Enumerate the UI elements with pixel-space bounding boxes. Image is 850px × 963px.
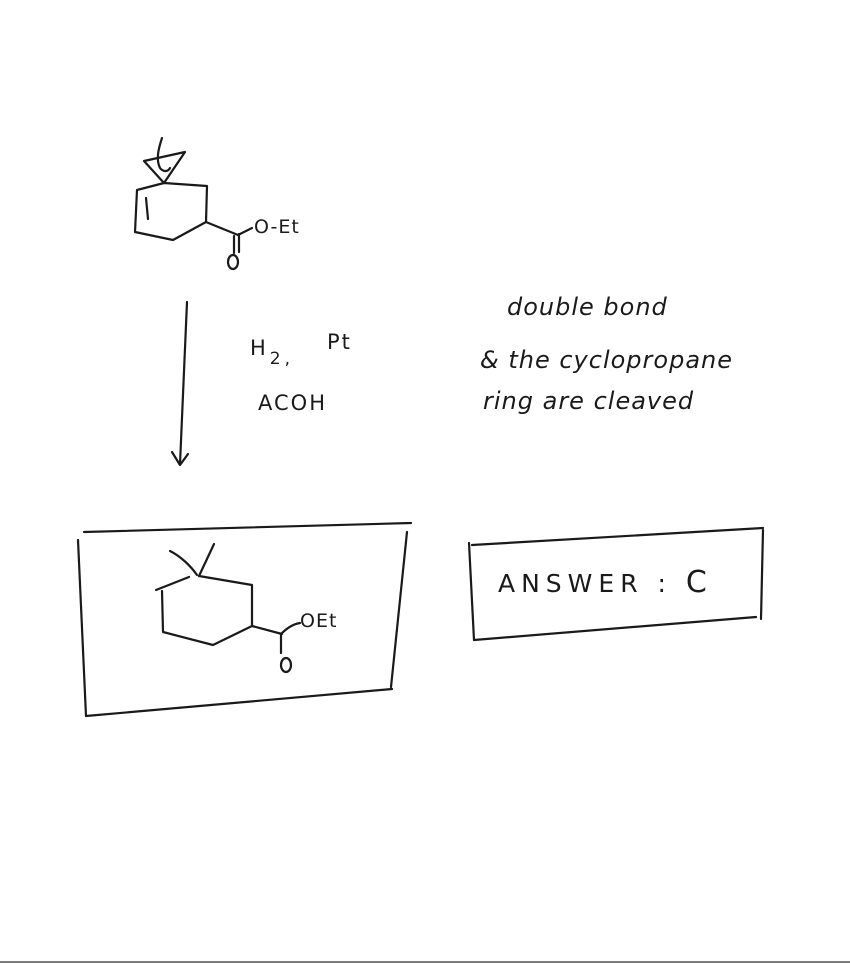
answer-text: ANSWER : C [498, 565, 713, 600]
answer-label: ANSWER [498, 569, 644, 598]
reactant-oet-label: O-Et [254, 216, 300, 238]
reagent-subscript: 2 [269, 349, 283, 369]
carbonyl-oxygen [226, 253, 240, 271]
product-substituent-right [197, 542, 216, 578]
cyclopropane-ring [142, 150, 187, 185]
answer-box [467, 526, 765, 642]
bottom-edge-rule [0, 961, 850, 963]
product-carbonyl-oxygen [279, 656, 293, 674]
explanation-line-3: ring are cleaved [483, 387, 695, 415]
ester-o-bond [236, 226, 254, 237]
ester-bond [204, 220, 240, 237]
solvent-label: ACOH [258, 391, 327, 415]
reactant-structure [133, 136, 254, 271]
product-oet-label: OEt [300, 610, 338, 632]
reaction-arrow [170, 300, 190, 467]
ring-double-bond [144, 196, 150, 221]
product-substituent-left [168, 549, 199, 577]
product-box [76, 521, 413, 718]
product-structure [154, 542, 302, 674]
explanation-line-1: double bond [507, 293, 668, 321]
product-ester-o-bond [279, 621, 302, 636]
cyclohexene-ring [133, 181, 209, 242]
answer-value: C [685, 565, 713, 600]
reagent-h: H [250, 336, 268, 360]
answer-separator: : [657, 569, 672, 598]
cyclopropane-substituent [156, 136, 172, 173]
product-ester-bond [250, 624, 284, 636]
reagent-separator: , [284, 349, 293, 369]
catalyst-label: Pt [327, 330, 352, 354]
explanation-line-2: & the cyclopropane [480, 346, 734, 374]
product-substituent-lower [154, 575, 191, 592]
cyclohexane-ring [160, 574, 254, 647]
